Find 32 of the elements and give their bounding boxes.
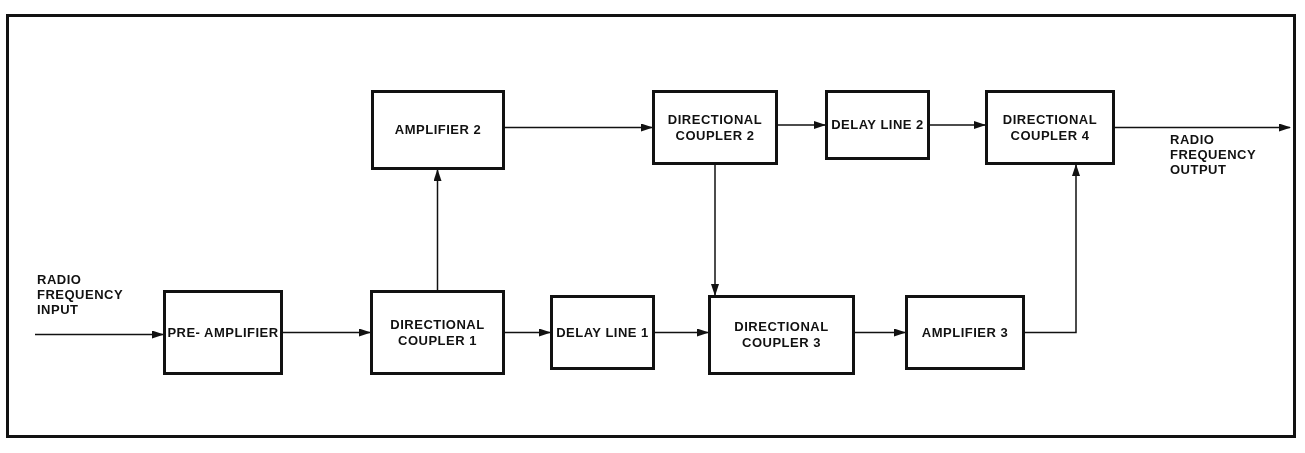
signal-label: RADIO FREQUENCY OUTPUT bbox=[1170, 132, 1257, 177]
arrow bbox=[282, 328, 371, 337]
arrow bbox=[777, 121, 826, 129]
block-label: AMPLIFIER 3 bbox=[921, 324, 1009, 341]
arrow bbox=[34, 330, 164, 339]
block-box bbox=[371, 90, 505, 170]
block-label: DELAY LINE 2 bbox=[831, 117, 924, 133]
block-label: DIRECTIONAL COUPLER 1 bbox=[389, 316, 486, 349]
arrow bbox=[1024, 164, 1080, 334]
block-box bbox=[550, 295, 655, 370]
block-label: AMPLIFIER 2 bbox=[394, 122, 482, 138]
arrow bbox=[711, 164, 719, 296]
block-box bbox=[825, 90, 930, 160]
arrow bbox=[504, 123, 653, 132]
block-box bbox=[708, 295, 855, 375]
block-label: DIRECTIONAL COUPLER 4 bbox=[1001, 111, 1099, 144]
block-label: DIRECTIONAL COUPLER 2 bbox=[666, 111, 764, 144]
arrow bbox=[504, 328, 551, 337]
block-box bbox=[370, 290, 505, 375]
block-box bbox=[905, 295, 1025, 370]
arrow bbox=[929, 121, 986, 129]
arrow bbox=[1114, 123, 1291, 132]
arrow bbox=[433, 169, 442, 291]
block-box bbox=[985, 90, 1115, 165]
block-label: DIRECTIONAL COUPLER 3 bbox=[733, 319, 830, 351]
block-label: PRE- AMPLIFIER bbox=[167, 324, 279, 341]
block-box bbox=[652, 90, 778, 165]
arrow bbox=[854, 328, 906, 337]
signal-label: RADIO FREQUENCY INPUT bbox=[37, 272, 124, 317]
block-box bbox=[163, 290, 283, 375]
block-label: DELAY LINE 1 bbox=[556, 324, 649, 341]
arrow bbox=[654, 328, 709, 337]
